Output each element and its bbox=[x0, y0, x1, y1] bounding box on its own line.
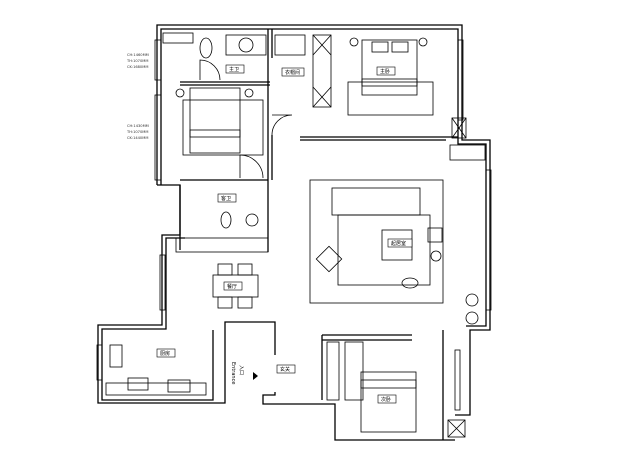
svg-text:厨房: 厨房 bbox=[160, 350, 170, 357]
room-label-walk-in-closet: 衣帽间 bbox=[281, 67, 305, 77]
entrance-arrow-icon bbox=[253, 372, 258, 380]
svg-text:CK:1680MM: CK:1680MM bbox=[127, 65, 148, 69]
windows bbox=[96, 39, 492, 411]
svg-text:TH:1070MM: TH:1070MM bbox=[126, 59, 148, 63]
svg-text:玄关: 玄关 bbox=[280, 366, 290, 373]
svg-text:主卫: 主卫 bbox=[229, 66, 239, 73]
svg-text:餐厅: 餐厅 bbox=[227, 283, 237, 290]
room-label-dining-room: 餐厅 bbox=[223, 281, 243, 291]
svg-text:CH:1460MM: CH:1460MM bbox=[127, 53, 149, 57]
entrance-marker: 入口 Entrance bbox=[230, 362, 258, 384]
svg-text:主卧: 主卧 bbox=[380, 68, 390, 75]
room-label-guest-bath: 客卫 bbox=[217, 193, 237, 203]
svg-text:CH:1430MM: CH:1430MM bbox=[127, 124, 149, 128]
entrance-label-en: Entrance bbox=[230, 362, 236, 384]
room-label-foyer: 玄关 bbox=[276, 364, 296, 374]
window-note-2: CH:1430MM TH:1070MM CK:1440MM bbox=[126, 124, 149, 140]
svg-text:CK:1440MM: CK:1440MM bbox=[127, 136, 148, 140]
svg-text:衣帽间: 衣帽间 bbox=[285, 69, 300, 76]
room-label-kitchen: 厨房 bbox=[156, 348, 176, 358]
svg-text:TH:1070MM: TH:1070MM bbox=[126, 130, 148, 134]
room-label-second-bedroom: 次卧 bbox=[377, 394, 397, 404]
svg-text:客卫: 客卫 bbox=[221, 195, 231, 202]
entrance-label-cn: 入口 bbox=[238, 365, 244, 375]
walls bbox=[97, 24, 491, 441]
doors bbox=[199, 59, 293, 179]
room-label-master-bath: 主卫 bbox=[225, 64, 245, 74]
window-note-1: CH:1460MM TH:1070MM CK:1680MM bbox=[126, 53, 149, 69]
room-label-living-room: 起居室 bbox=[387, 238, 413, 248]
furniture bbox=[105, 32, 486, 438]
svg-text:起居室: 起居室 bbox=[391, 240, 406, 247]
svg-text:次卧: 次卧 bbox=[381, 396, 391, 403]
room-label-master-bedroom: 主卧 bbox=[376, 66, 396, 76]
